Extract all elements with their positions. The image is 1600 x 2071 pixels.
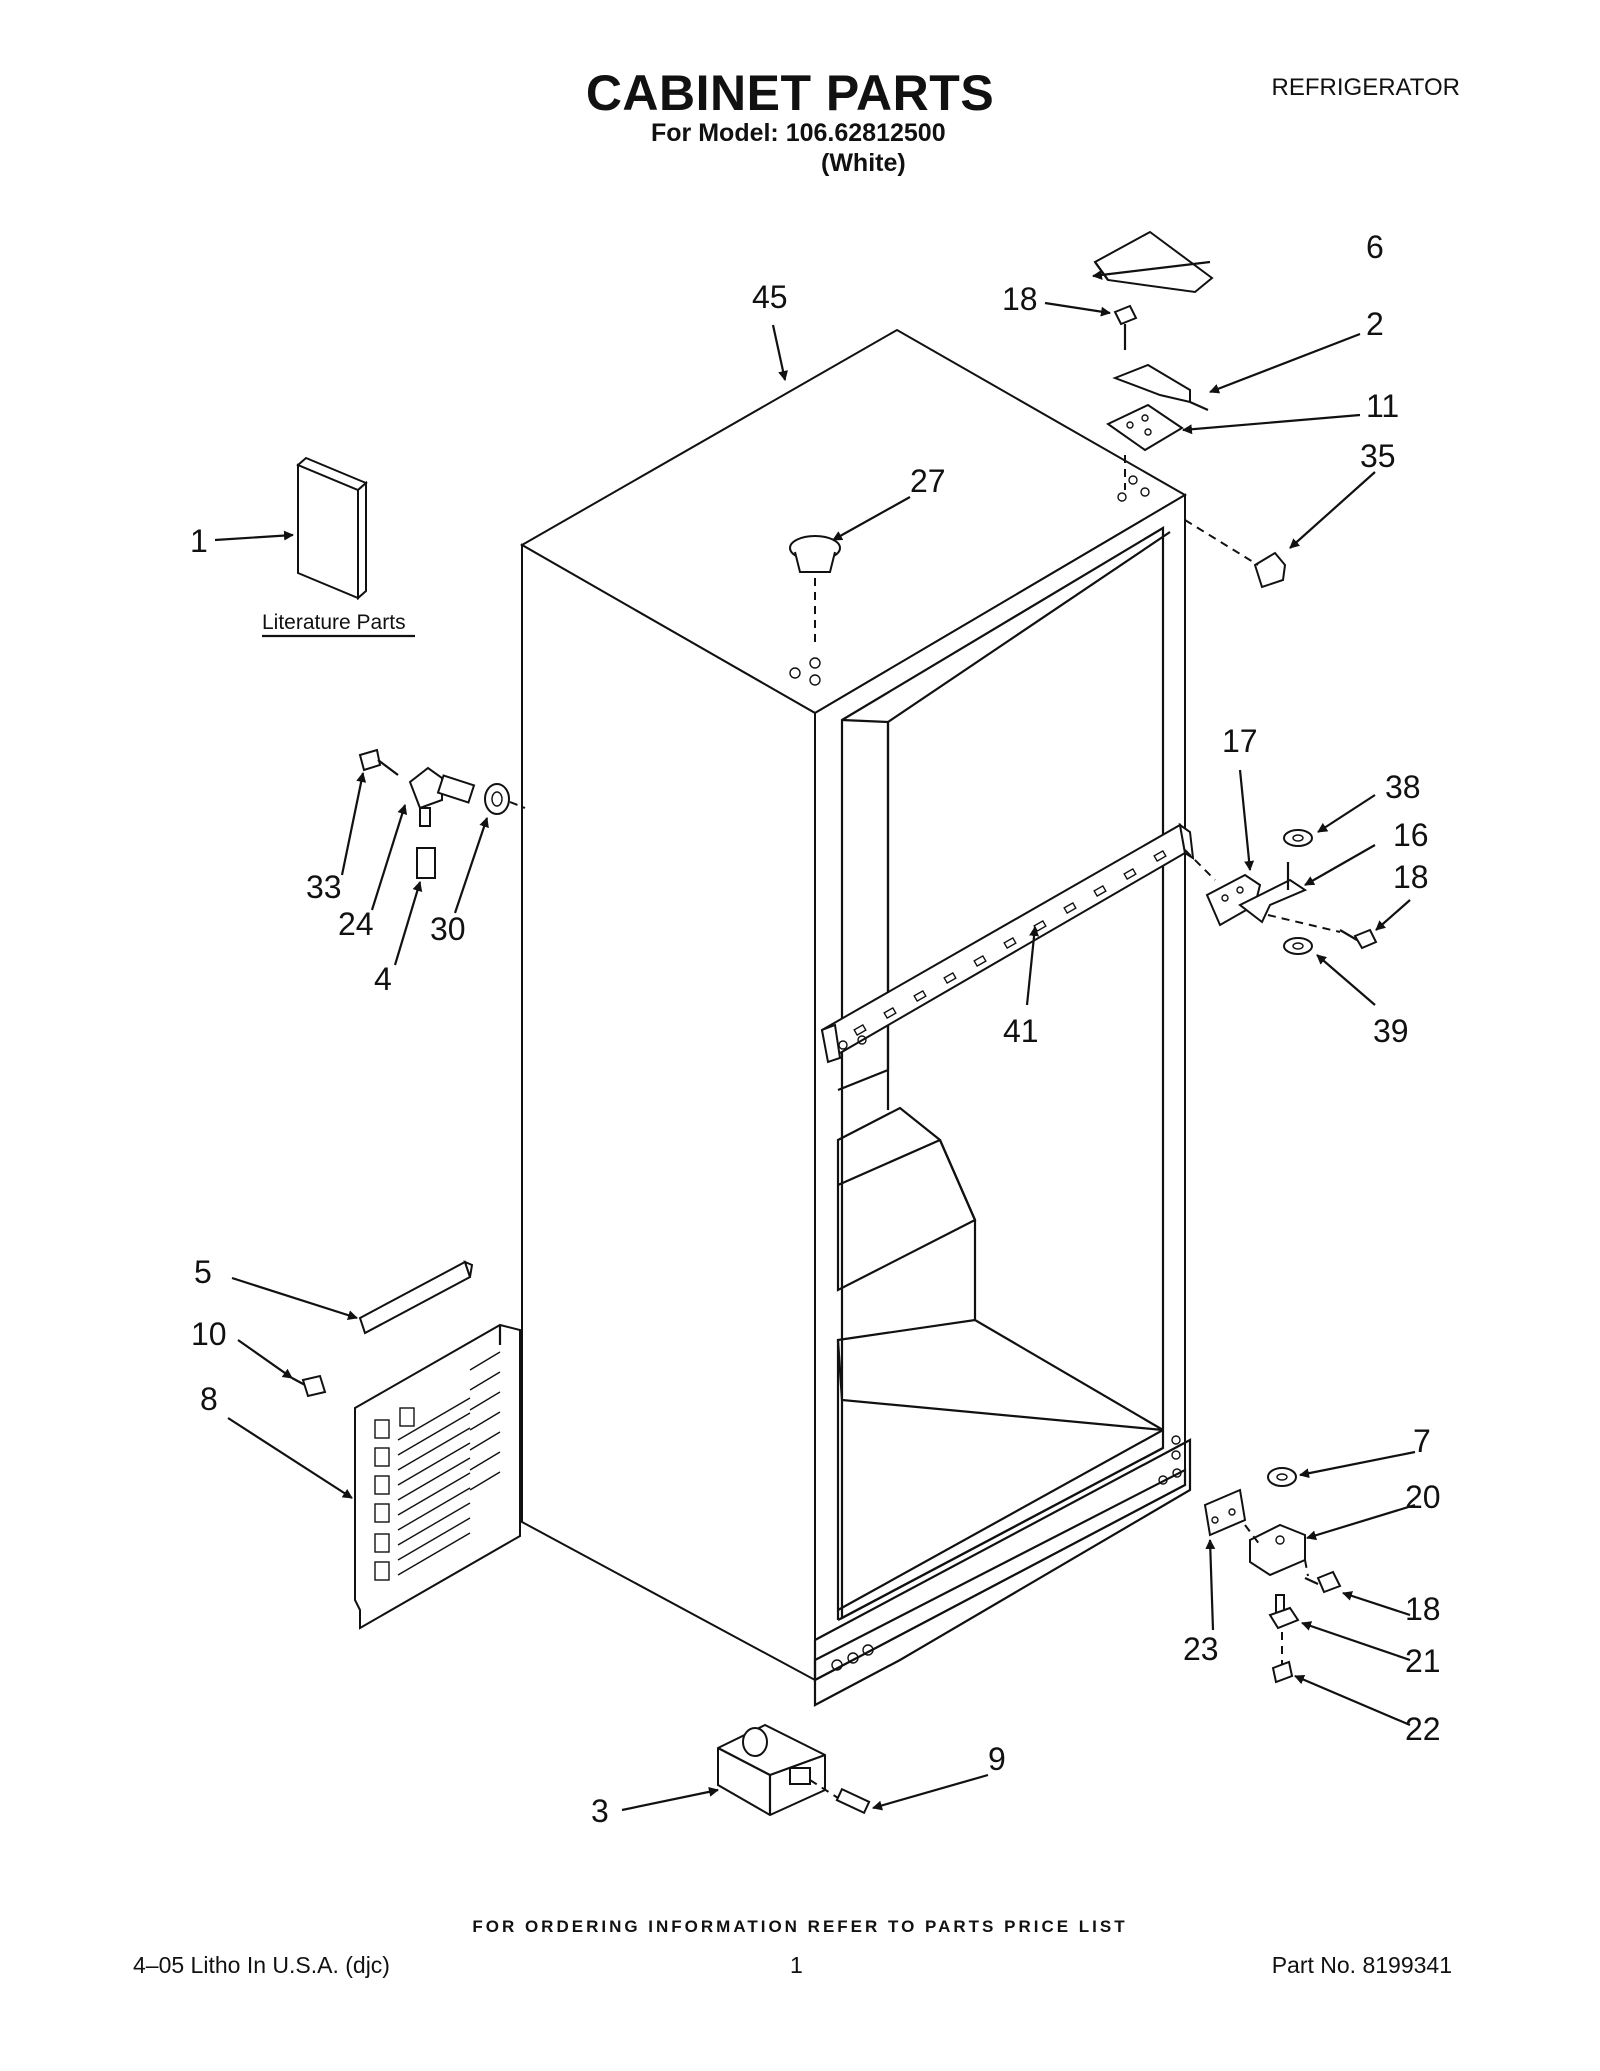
callout-7: 7 [1413,1423,1431,1459]
plug-button [789,535,841,573]
callout-3: 3 [591,1793,609,1829]
callout-22: 22 [1405,1711,1441,1747]
color-line: (White) [821,149,906,177]
callout-1: 1 [190,523,208,559]
callout-6: 6 [1366,229,1384,265]
callout-20: 20 [1405,1479,1441,1515]
door-stop [1253,551,1287,589]
callout-23: 23 [1183,1631,1219,1667]
hinge-shim [1106,403,1184,452]
callout-2: 2 [1366,306,1384,342]
callout-35: 35 [1360,438,1396,474]
callout-24: 24 [338,906,374,942]
literature-caption: Literature Parts [262,611,406,634]
gasket-strip [358,1260,474,1335]
callout-41: 41 [1003,1013,1039,1049]
callout-27: 27 [910,463,946,499]
callout-10: 10 [191,1316,227,1352]
callout-18-middle: 18 [1393,859,1429,895]
toe-grille [354,1323,521,1630]
callout-4: 4 [374,961,392,997]
callout-45: 45 [752,279,788,315]
part-number: Part No. 8199341 [1271,1952,1452,1978]
callout-17: 17 [1222,723,1258,759]
callout-5: 5 [194,1254,212,1290]
center-hinge-assembly [1184,829,1378,955]
leader-lines [214,260,1416,1812]
callout-33: 33 [306,869,342,905]
callout-39: 39 [1373,1013,1409,1049]
category-label: REFRIGERATOR [1271,74,1460,101]
hinge-screw-top [1113,304,1138,350]
callout-11: 11 [1366,388,1399,424]
callout-18-bottom: 18 [1405,1591,1441,1627]
callout-38: 38 [1385,769,1421,805]
roller-assembly [717,1723,826,1817]
callout-8: 8 [200,1381,218,1417]
ordering-note: FOR ORDERING INFORMATION REFER TO PARTS … [472,1917,1128,1936]
callout-9: 9 [988,1741,1006,1777]
bottom-hinge-assembly [1203,1467,1342,1684]
callout-labels: 45 6 18 2 11 35 27 1 33 24 4 30 17 38 16… [190,229,1441,1829]
door-stop-line [1184,519,1259,566]
adjusting-screw [809,1779,871,1815]
callout-21: 21 [1405,1643,1441,1679]
page-title-text: CABINET PARTS [585,65,995,121]
center-hinge-pin-assembly [358,748,526,879]
callout-16: 16 [1393,817,1429,853]
mullion-rail [820,822,1195,1064]
model-line: For Model: 106.62812500 [651,119,946,147]
top-hinge-cover [1093,230,1214,294]
cabinet-outline [519,328,1192,1707]
model-subtitle: For Model: 106.62812500 (White) [651,118,946,178]
page-title: CABINET PARTS [0,64,1600,122]
toe-grille-screw [291,1374,327,1398]
literature-booklet [296,456,368,601]
litho-note: 4–05 Litho In U.S.A. (djc) [133,1952,390,1978]
page-number: 1 [790,1952,803,1978]
callout-18-top: 18 [1002,281,1038,317]
callout-30: 30 [430,911,466,947]
top-hinge [1112,363,1209,412]
